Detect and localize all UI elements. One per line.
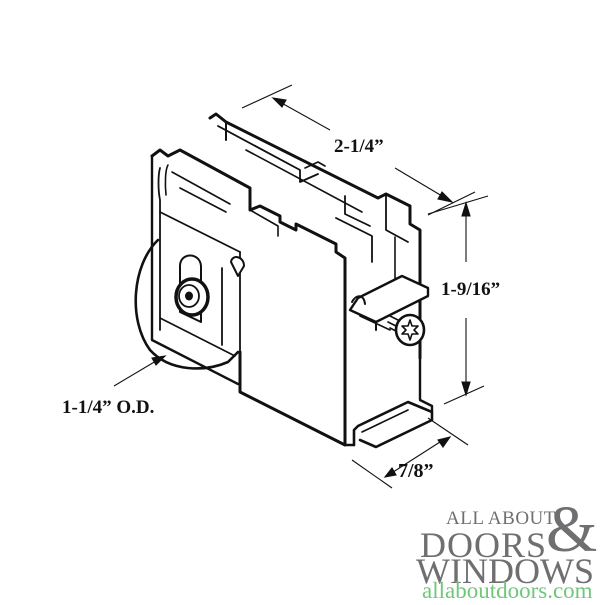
logo-doors: DOORS bbox=[420, 525, 548, 565]
front-housing bbox=[150, 148, 347, 447]
logo-windows: WINDOWS bbox=[416, 551, 594, 591]
dimension-wheel-od-label: 1-1/4” O.D. bbox=[62, 397, 155, 418]
bottom-flange bbox=[352, 400, 434, 449]
dimension-height-label: 1-9/16” bbox=[441, 279, 501, 300]
screw-cross bbox=[401, 319, 419, 341]
side-tab bbox=[348, 274, 430, 324]
dimension-width-label: 7/8” bbox=[398, 460, 434, 482]
logo-ampersand: & bbox=[546, 493, 598, 566]
brand-logo: ALL ABOUT DOORS & WINDOWS allaboutdoors.… bbox=[412, 497, 598, 603]
logo-url: allaboutdoors.com bbox=[422, 578, 593, 603]
bearing-center bbox=[185, 291, 193, 301]
logo-all-about: ALL ABOUT bbox=[446, 508, 556, 529]
dimension-length-label: 2-1/4” bbox=[334, 136, 384, 157]
